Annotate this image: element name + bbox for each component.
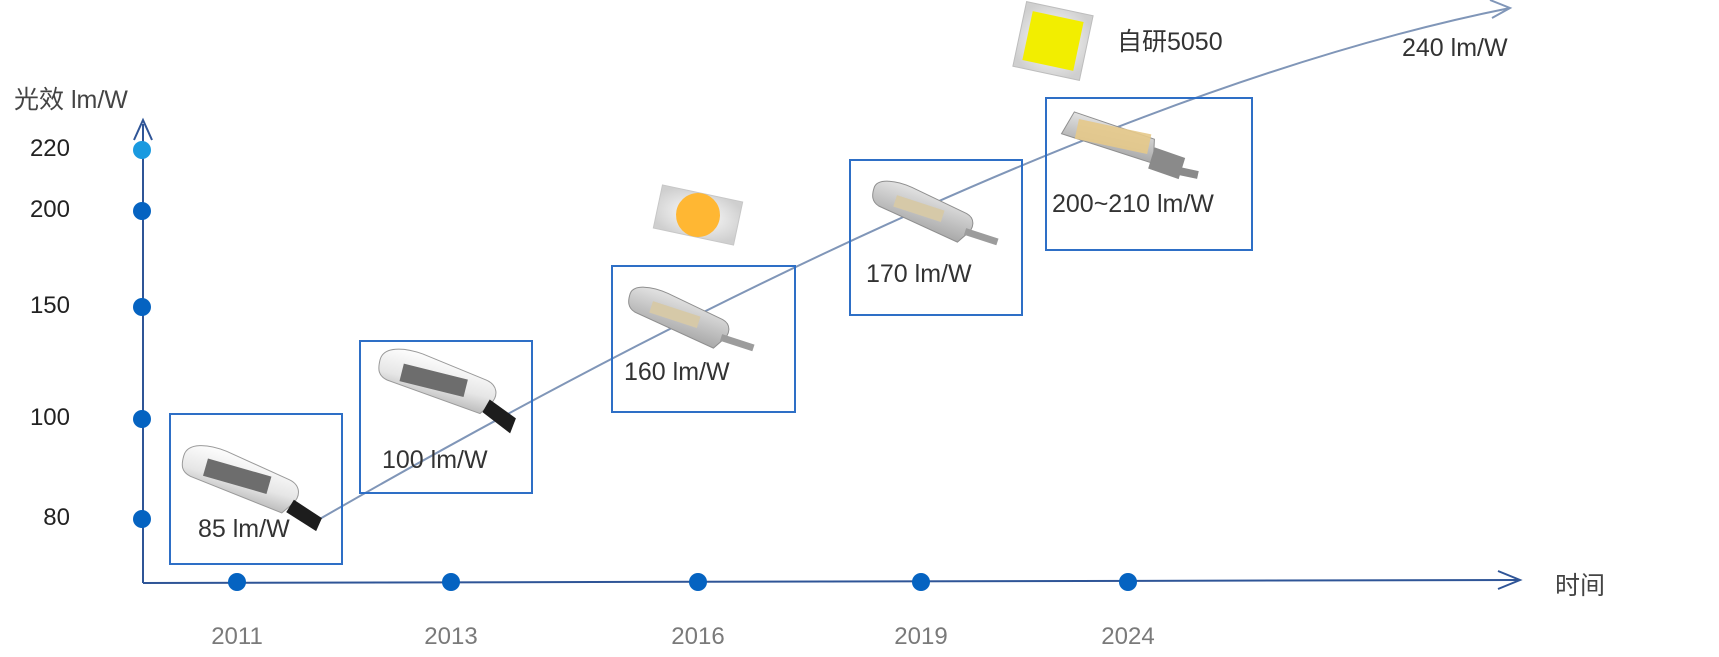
x-axis-arrowhead [1497,570,1523,590]
x-tick-dot-2024 [1119,573,1137,591]
product-box-2016: 160 lm/W [611,265,796,413]
round-led-chip-icon [652,184,744,246]
y-tick-label-100: 100 [30,404,70,431]
product-box-2024: 200~210 lm/W [1045,97,1253,251]
y-tick-label-80: 80 [43,504,70,531]
y-tick-label-220: 220 [30,135,70,162]
box-label-2024: 200~210 lm/W [1052,190,1214,218]
trend-arrowhead [1489,0,1513,19]
y-tick-dot-80 [133,510,151,528]
product-box-2011: 85 lm/W [169,413,343,565]
box-label-2013: 100 lm/W [382,446,488,474]
x-tick-label-2019: 2019 [894,623,947,650]
x-tick-dot-2013 [442,573,460,591]
x-axis [142,570,1523,590]
box-label-2011: 85 lm/W [198,515,290,543]
street-lamp-image [181,445,322,532]
y-tick-label-200: 200 [30,196,70,223]
x-tick-dot-2011 [228,573,246,591]
street-lamp-image [378,348,516,434]
y-axis-arrowhead [133,117,153,141]
x-axis-label: 时间 [1555,572,1605,600]
square-led-chip-icon [1012,1,1094,81]
box-label-2016: 160 lm/W [624,358,730,386]
street-lamp-image [872,180,999,246]
y-tick-dot-100 [133,410,151,428]
y-tick-dot-200 [133,202,151,220]
x-tick-dot-2019 [912,573,930,591]
product-box-2013: 100 lm/W [359,340,533,494]
chip-label: 自研5050 [1117,28,1223,56]
trend-end-label: 240 lm/W [1402,34,1508,62]
street-lamp-image [628,286,755,352]
x-tick-label-2016: 2016 [671,623,724,650]
y-tick-dot-220 [133,141,151,159]
product-box-2019: 170 lm/W [849,159,1023,316]
y-ticks: 80 100 150 200 220 [30,135,151,531]
y-axis [133,117,153,583]
box-label-2019: 170 lm/W [866,260,972,288]
y-tick-label-150: 150 [30,292,70,319]
y-tick-dot-150 [133,298,151,316]
x-tick-label-2013: 2013 [424,623,477,650]
x-tick-dot-2016 [689,573,707,591]
street-lamp-image [1060,111,1199,180]
x-tick-label-2024: 2024 [1101,623,1154,650]
x-ticks: 2011 2013 2016 2019 2024 [211,573,1155,650]
y-axis-label: 光效 lm/W [14,86,128,114]
x-tick-label-2011: 2011 [211,623,263,650]
